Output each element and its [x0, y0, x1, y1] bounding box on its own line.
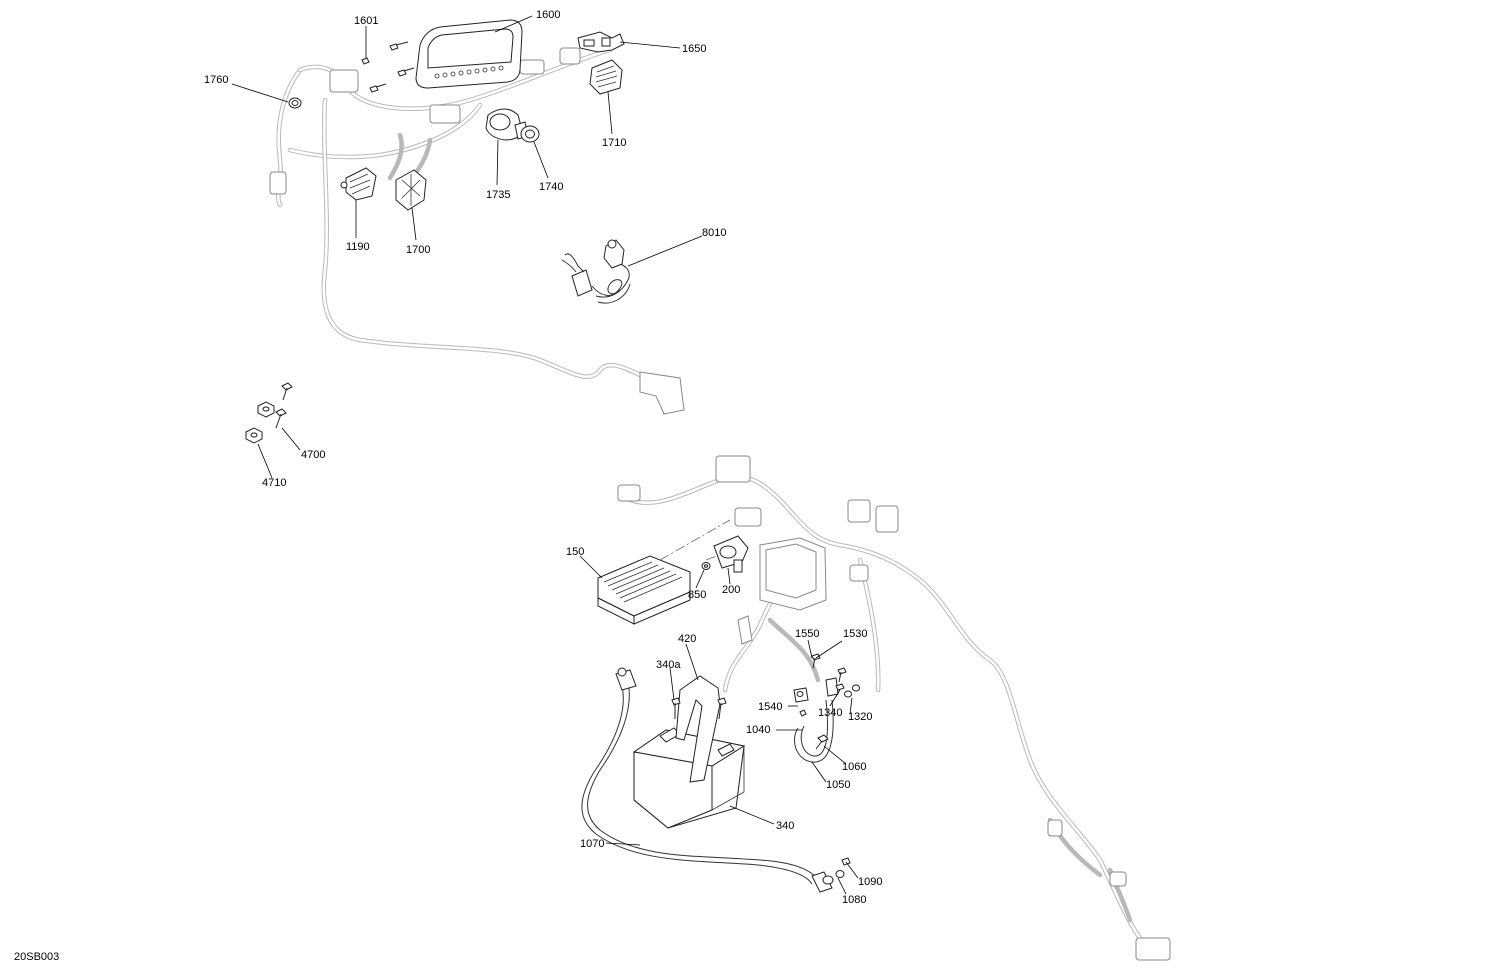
callout-420: 420 — [678, 633, 696, 645]
switch-1710 — [589, 59, 623, 95]
battery-340 — [632, 727, 746, 829]
lower-wiring-harness — [617, 455, 1171, 961]
callout-1735: 1735 — [486, 189, 510, 201]
tether-cord-8010 — [561, 239, 631, 304]
battery-strap-420 — [675, 675, 721, 783]
bolts-4700 — [275, 382, 293, 429]
callout-1050: 1050 — [826, 779, 850, 791]
callout-1600: 1600 — [536, 9, 560, 21]
grommet-1760 — [288, 97, 302, 109]
bolt-1060 — [815, 734, 829, 750]
callout-340a: 340a — [656, 659, 681, 671]
screws-1601 — [361, 41, 415, 93]
callout-4710: 4710 — [262, 477, 286, 489]
callout-340: 340 — [776, 820, 794, 832]
callout-1650: 1650 — [682, 43, 706, 55]
fasteners-1320-1340-1530-1550 — [811, 653, 860, 698]
bolts-340a — [671, 697, 727, 720]
callout-1040: 1040 — [746, 724, 770, 736]
callout-1530: 1530 — [843, 628, 867, 640]
leader-lines — [231, 15, 859, 895]
callout-1550: 1550 — [795, 628, 819, 640]
callout-4700: 4700 — [301, 449, 325, 461]
solenoid-200 — [713, 535, 749, 573]
fasteners-1080-1090 — [835, 857, 851, 878]
ground-cable-1050 — [793, 677, 839, 763]
callout-1601: 1601 — [354, 15, 378, 27]
switch-1190 — [340, 167, 377, 201]
nuts-4710 — [245, 401, 275, 444]
callout-1060: 1060 — [842, 761, 866, 773]
callout-1760: 1760 — [204, 74, 228, 86]
voltage-regulator-150 — [597, 555, 691, 625]
callout-200: 200 — [722, 584, 740, 596]
callout-1190: 1190 — [346, 241, 370, 253]
switch-1700 — [395, 169, 427, 211]
callout-labels: 1600 1601 1650 1760 1710 1735 1740 1190 … — [204, 9, 882, 906]
callout-1340: 1340 — [818, 707, 842, 719]
callout-1700: 1700 — [406, 244, 430, 256]
callout-8010: 8010 — [702, 227, 726, 239]
callout-1070: 1070 — [580, 838, 604, 850]
callout-1090: 1090 — [858, 876, 882, 888]
connector-1650 — [577, 31, 625, 53]
callout-150: 150 — [566, 546, 584, 558]
callout-1740: 1740 — [539, 181, 563, 193]
upper-wiring-harness — [269, 47, 685, 415]
diagram-code: 20SB003 — [14, 951, 59, 963]
callout-1080: 1080 — [842, 894, 866, 906]
battery-cable-1070 — [581, 667, 834, 893]
gauge-display-1600 — [415, 19, 523, 89]
washer-850 — [701, 562, 711, 570]
callout-1710: 1710 — [602, 137, 626, 149]
callout-1540: 1540 — [758, 701, 782, 713]
nut-1740 — [520, 125, 540, 143]
callout-850: 850 — [688, 589, 706, 601]
callout-1320: 1320 — [848, 711, 872, 723]
